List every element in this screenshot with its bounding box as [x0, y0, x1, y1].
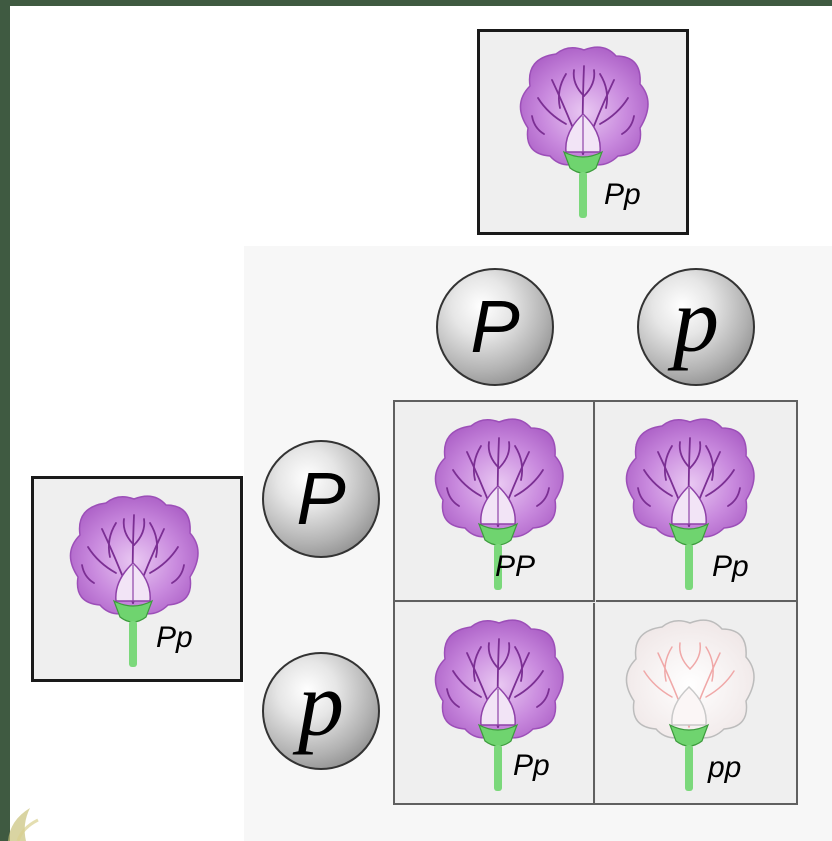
offspring-genotype: Pp [513, 749, 550, 782]
top-gamete-recessive: p [637, 268, 755, 386]
top-parent-genotype: Pp [604, 178, 641, 211]
left-parent-genotype: Pp [156, 621, 193, 654]
offspring-genotype: Pp [712, 550, 749, 583]
gamete-label: P [296, 457, 346, 540]
offspring-genotype: PP [495, 550, 536, 583]
corner-decoration-icon [8, 808, 39, 841]
gamete-label: p [298, 653, 344, 755]
punnett-square: PP Pp Pp pp [393, 400, 798, 805]
offspring-cell: Pp [596, 402, 796, 602]
gamete-label: P [470, 285, 520, 368]
offspring-genotype: pp [708, 751, 742, 784]
top-parent-box: Pp [477, 29, 689, 235]
left-parent-box: Pp [31, 476, 243, 682]
purple-flower-icon [423, 617, 573, 792]
left-gamete-dominant: P [262, 440, 380, 558]
left-gamete-recessive: p [262, 652, 380, 770]
offspring-cell: Pp [395, 603, 595, 803]
offspring-cell: pp [596, 603, 796, 803]
gamete-label: p [673, 269, 719, 371]
top-gamete-dominant: P [436, 268, 554, 386]
offspring-cell: PP [395, 402, 595, 602]
white-flower-icon [614, 617, 764, 792]
